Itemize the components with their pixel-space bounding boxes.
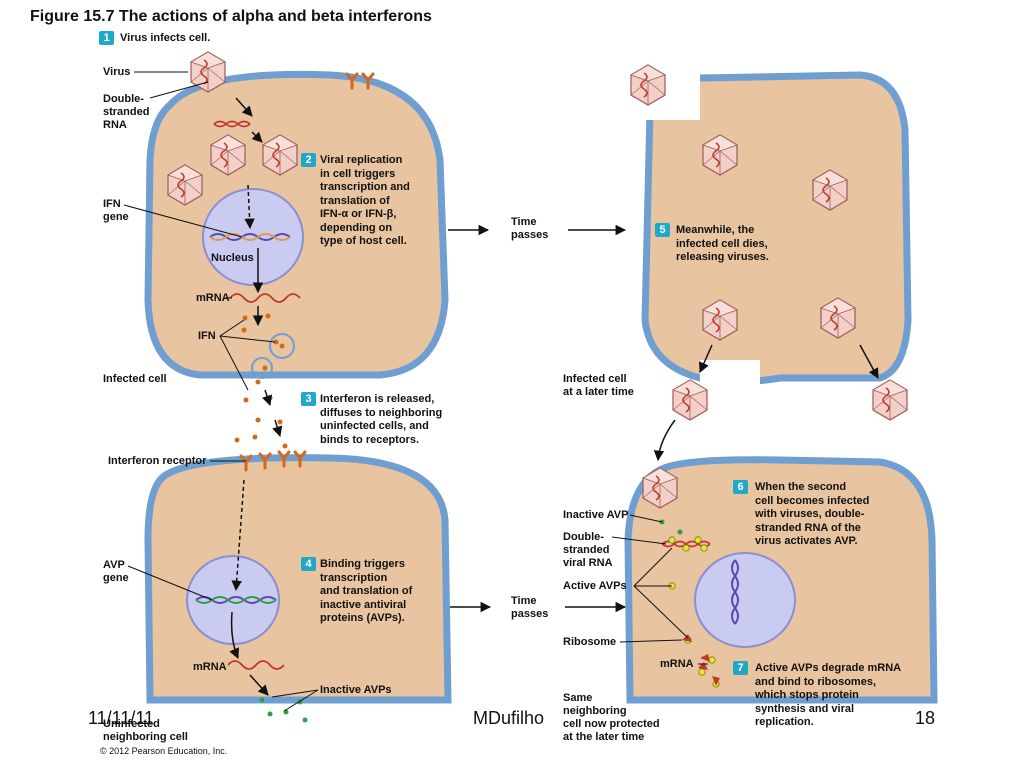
label-nucleus: Nucleus — [211, 252, 254, 264]
label-interferon-receptor: Interferon receptor — [108, 455, 207, 467]
step-5-badge: 5 — [655, 223, 670, 237]
label-active-avps: Active AVPs — [563, 580, 627, 592]
step-4-badge: 4 — [301, 557, 316, 571]
footer-author: MDufilho — [473, 708, 545, 728]
nucleus-1 — [202, 188, 304, 286]
step-3-text: Interferon is released,diffuses to neigh… — [320, 393, 443, 446]
label-ifn: IFN — [198, 330, 216, 342]
label-virus: Virus — [103, 66, 131, 78]
copyright: © 2012 Pearson Education, Inc. — [100, 746, 228, 756]
label-inactive-avp: Inactive AVP — [563, 509, 629, 521]
step-7-badge: 7 — [733, 661, 748, 675]
label-mrna-3: mRNA — [660, 658, 694, 670]
step-2-badge: 2 — [301, 153, 316, 167]
step-6-badge: 6 — [733, 480, 748, 494]
step-3-badge: 3 — [301, 392, 316, 406]
label-mrna: mRNA — [196, 292, 230, 304]
label-inactive-avps: Inactive AVPs — [320, 684, 392, 696]
figure-title: Figure 15.7 The actions of alpha and bet… — [30, 8, 432, 25]
label-mrna-2: mRNA — [193, 661, 227, 673]
label-infected-cell: Infected cell — [103, 373, 167, 385]
step-1-badge: 1 — [99, 31, 114, 45]
footer-page-number: 18 — [915, 708, 936, 728]
footer-date: 11/11/11 — [88, 708, 155, 728]
nucleus-2 — [186, 555, 280, 645]
step-1-text: Virus infects cell. — [120, 32, 211, 44]
label-ribosome: Ribosome — [563, 636, 617, 648]
nucleus-3 — [694, 552, 796, 648]
